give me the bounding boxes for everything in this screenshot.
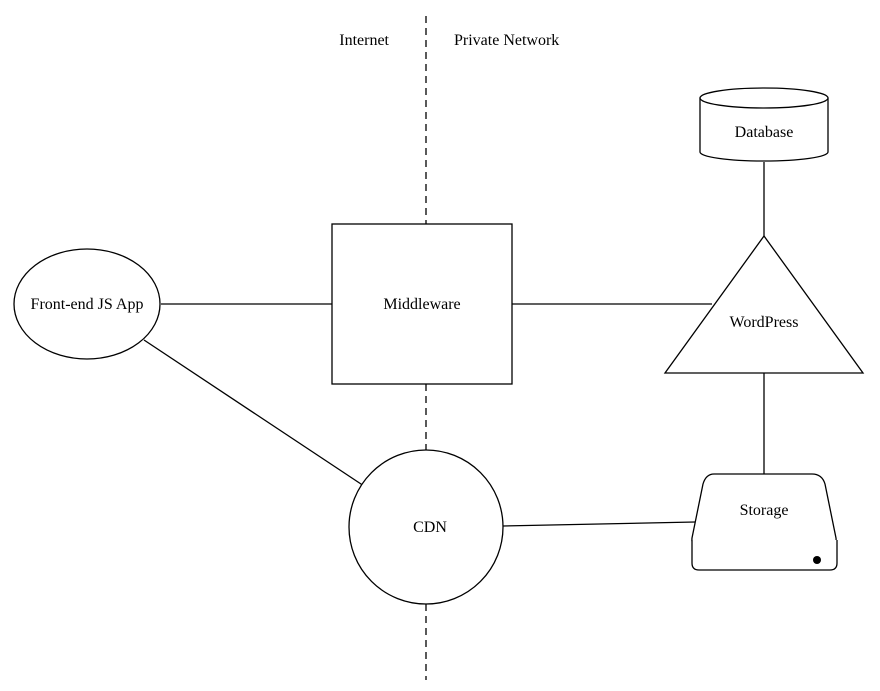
node-middleware[interactable]: Middleware	[331, 223, 513, 385]
database-cylinder-top	[699, 87, 829, 109]
middleware-box	[331, 223, 513, 385]
node-frontend-js-app[interactable]: Front-end JS App	[13, 248, 161, 360]
cdn-circle	[348, 449, 504, 605]
node-wordpress[interactable]: WordPress	[663, 234, 865, 374]
wordpress-triangle	[663, 234, 865, 374]
middleware-label: Middleware	[383, 296, 460, 313]
wordpress-label: WordPress	[730, 314, 799, 331]
frontend-ellipse	[13, 248, 161, 360]
edge-cdn-storage	[502, 521, 696, 527]
frontend-label: Front-end JS App	[31, 296, 144, 313]
storage-indicator-led	[813, 556, 821, 564]
database-cylinder-body	[699, 98, 829, 162]
storage-label: Storage	[740, 502, 789, 519]
node-cdn[interactable]: CDN	[348, 449, 504, 605]
storage-drive-base	[691, 540, 838, 571]
zone-label-internet: Internet	[339, 32, 389, 49]
database-label: Database	[735, 124, 794, 141]
cdn-label: CDN	[413, 519, 447, 536]
node-database[interactable]: Database	[699, 87, 829, 162]
edge-frontend-cdn	[143, 339, 365, 487]
zone-label-private-network: Private Network	[454, 32, 559, 49]
node-storage[interactable]: Storage	[691, 473, 838, 571]
